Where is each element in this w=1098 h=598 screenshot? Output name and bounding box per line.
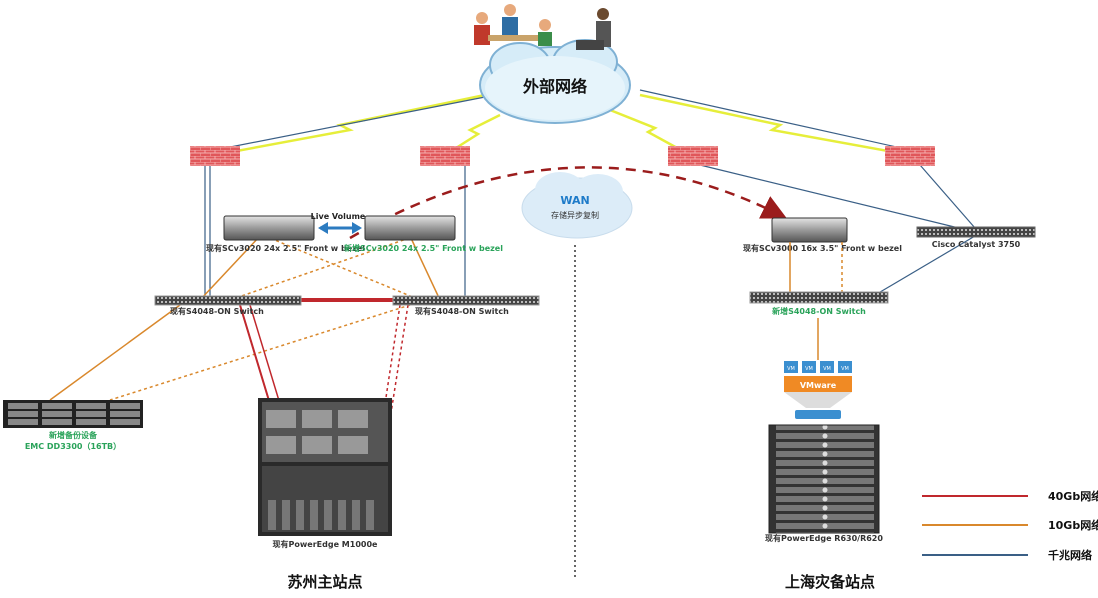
vm-label: VM [841,366,849,372]
existing-s4048-switch-left [154,295,302,306]
firewall-icon [885,146,935,166]
new-storage-label: 新增SCv3020 24x 2.5" Front w bezel [344,243,503,253]
backup-title: 新增备份设备 [49,430,98,440]
async-replication-arrow [349,166,787,240]
suzhou-site-label: 苏州主站点 [287,573,362,591]
vm-label: VM [805,366,813,372]
wan-sublabel: 存储异步复制 [551,210,599,220]
legend: 40Gb网络 10Gb网络 千兆网络 [922,489,1098,562]
poweredge-r630-servers [768,424,880,534]
vmware-label: VMware [800,381,837,390]
wan-cloud: WAN 存储异步复制 [521,172,633,239]
external-network-cloud: 外部网络 [479,39,631,124]
backup-model: EMC DD3300（16TB） [25,441,121,451]
shanghai-site-label: 上海灾备站点 [785,573,875,591]
new-s4048-switch [749,291,889,304]
wan-label: WAN [560,194,589,207]
vm-label: VM [823,366,831,372]
vm-label: VM [787,366,795,372]
firewall-icon [420,146,470,166]
switch-right-label: 现有S4048-ON Switch [415,306,509,316]
existing-scv3000-storage [771,217,848,243]
external-network-label: 外部网络 [522,77,587,96]
firewall-icon [190,146,240,166]
new-scv3020-storage [364,215,456,241]
existing-storage-label: 现有SCv3020 24x 2.5" Front w bezel [206,243,365,253]
poweredge-m1000e-chassis [258,398,392,536]
new-switch-label: 新增S4048-ON Switch [772,306,866,316]
legend-label: 40Gb网络 [1048,489,1098,503]
firewall-icon [668,146,718,166]
existing-s4048-switch-right [392,295,540,306]
cisco-label: Cisco Catalyst 3750 [932,240,1021,249]
scv3000-label: 现有SCv3000 16x 3.5" Front w bezel [743,243,902,253]
emc-dd3300-backup [3,400,143,428]
vmware-stack: VM VM VM VM VMware [784,361,852,419]
gigabit-links [204,89,976,300]
switch-left-label: 现有S4048-ON Switch [170,306,264,316]
live-volume-label: Live Volume [311,212,366,221]
m1000e-label: 现有PowerEdge M1000e [273,539,378,549]
wan-lightning-links [214,93,911,157]
legend-label: 千兆网络 [1048,548,1092,562]
existing-scv3020-storage [223,215,315,241]
servers-label: 现有PowerEdge R630/R620 [765,533,883,543]
cisco-catalyst-3750 [916,226,1036,238]
legend-label: 10Gb网络 [1048,518,1098,532]
users-icon [474,4,611,50]
